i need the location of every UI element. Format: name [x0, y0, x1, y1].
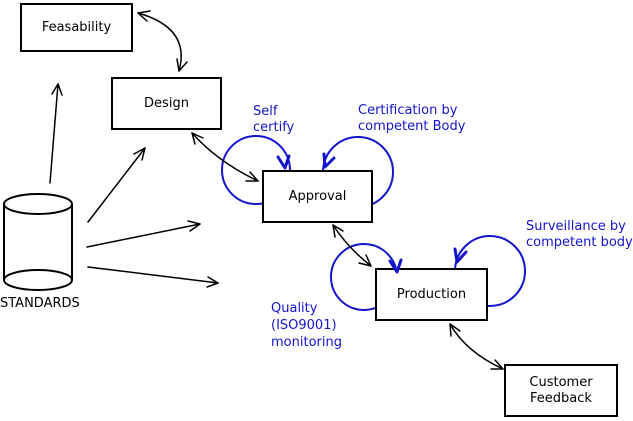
- arrow-design-approval: [191, 132, 259, 182]
- node-production: Production: [375, 268, 488, 321]
- node-design-label: Design: [144, 95, 189, 111]
- node-feasability: Feasability: [20, 3, 133, 52]
- arrowhead-at-production-bottom: [449, 323, 461, 337]
- arrow-standards-approval: [86, 223, 201, 248]
- arrowhead-at-production-corner: [358, 254, 372, 267]
- cylinder-top-ellipse: [3, 193, 73, 215]
- arrowhead-at-feasability: [137, 10, 151, 22]
- standards-cylinder: [3, 193, 73, 291]
- node-customer-feedback: Customer Feedback: [504, 364, 618, 417]
- node-approval-label: Approval: [288, 188, 347, 204]
- arrow-production-feedback: [449, 323, 504, 370]
- label-quality-monitoring: Quality (ISO9001) monitoring: [271, 301, 342, 350]
- arrowhead-to-approval: [187, 220, 201, 232]
- arrowhead-at-design-top: [176, 58, 188, 72]
- arrow-standards-production: [87, 266, 219, 284]
- arrowhead-at-design-bottom: [191, 132, 204, 145]
- cylinder-body: [4, 204, 72, 280]
- arrow-standards-design: [87, 147, 146, 223]
- label-certification: Certification by competent Body: [358, 103, 466, 134]
- label-self-certify: Self certify: [253, 104, 295, 135]
- arrowhead-to-feasability: [51, 83, 63, 96]
- arrow-approval-production: [332, 224, 372, 267]
- standards-label: STANDARDS: [0, 296, 80, 311]
- arrowhead-at-approval-left: [245, 171, 259, 182]
- arrow-feasability-design: [137, 12, 182, 72]
- node-feasability-label: Feasability: [41, 19, 112, 35]
- arrowhead-to-production: [206, 276, 219, 288]
- node-production-label: Production: [396, 286, 467, 302]
- node-design: Design: [111, 77, 222, 130]
- node-approval: Approval: [262, 170, 373, 223]
- node-customer-feedback-label: Customer Feedback: [529, 374, 593, 406]
- arrowhead-at-approval-bottom: [332, 224, 344, 238]
- arrow-standards-feasability: [49, 83, 59, 184]
- arrowhead-to-design: [133, 147, 146, 161]
- label-surveillance: Surveillance by competent body: [526, 219, 633, 250]
- arrowhead-at-feedback: [490, 359, 504, 370]
